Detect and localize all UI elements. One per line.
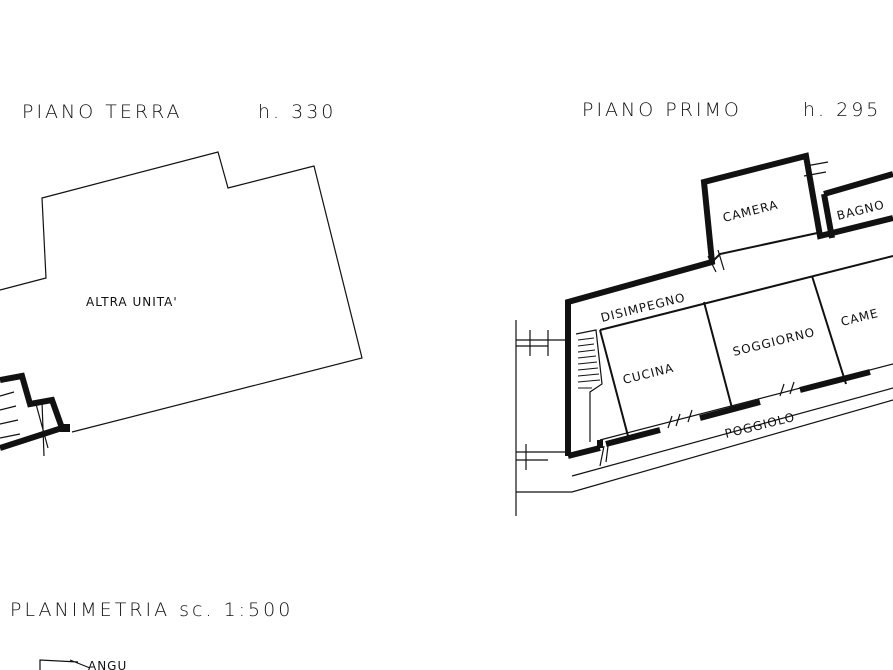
dimension-lines bbox=[515, 320, 893, 516]
staircase bbox=[575, 329, 603, 442]
first-floor-title: PIANO PRIMO bbox=[582, 99, 742, 121]
ground-floor-height: h. 330 bbox=[258, 101, 336, 123]
bathroom-wall bbox=[823, 171, 893, 197]
living-room-label: SOGGIORNO bbox=[731, 325, 816, 359]
ground-floor-plan: PIANO TERRA h. 330 ALTRA UNITA' bbox=[0, 101, 363, 457]
window-marks bbox=[599, 161, 829, 467]
first-floor-outer-wall bbox=[565, 152, 893, 456]
bedroom-2-label: CAME bbox=[839, 306, 880, 329]
first-floor-plan: PIANO PRIMO h. 295 bbox=[515, 99, 893, 516]
bedroom-1-label: CAMERA bbox=[721, 198, 779, 225]
first-floor-height: h. 295 bbox=[803, 99, 881, 121]
ground-floor-stair-fragment bbox=[0, 372, 70, 457]
site-plan: PLANIMETRIA sc. 1:500 ANGU bbox=[10, 599, 293, 670]
ground-floor-title: PIANO TERRA bbox=[22, 101, 183, 123]
other-unit-outline bbox=[0, 151, 363, 433]
site-plan-partial-label: ANGU bbox=[88, 659, 127, 670]
other-unit-label: ALTRA UNITA' bbox=[86, 295, 178, 309]
site-plan-title: PLANIMETRIA sc. 1:500 bbox=[10, 599, 293, 621]
kitchen-label: CUCINA bbox=[621, 361, 675, 387]
interior-walls bbox=[599, 255, 893, 437]
balcony-label: POGGIOLO bbox=[723, 410, 796, 441]
